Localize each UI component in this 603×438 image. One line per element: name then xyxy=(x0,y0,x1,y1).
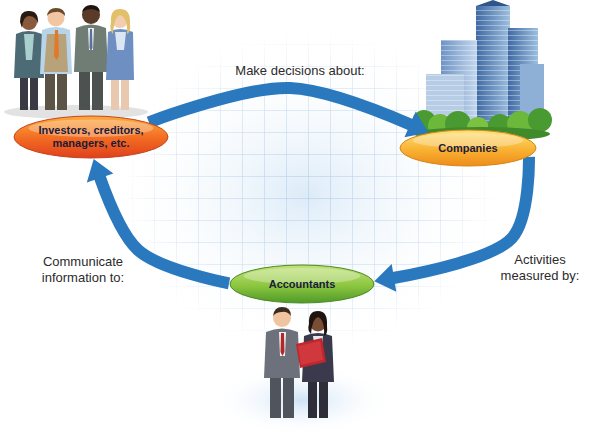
ellipse-fill xyxy=(230,265,374,303)
accountants-illustration xyxy=(296,338,326,368)
accountants-illustration xyxy=(264,329,300,379)
accountants-illustration xyxy=(212,307,392,436)
office-buildings-illustration xyxy=(528,108,552,132)
ellipse-fill xyxy=(14,116,168,158)
people-group-illustration xyxy=(74,25,108,73)
people-group-illustration xyxy=(92,68,103,110)
people-group-illustration xyxy=(57,70,67,110)
office-buildings-illustration xyxy=(476,6,510,132)
arrow-shaft xyxy=(374,157,529,281)
people-group-illustration xyxy=(47,8,65,16)
people-group-illustration xyxy=(79,68,90,110)
people-group-illustration xyxy=(40,27,72,74)
arrow-label: Activities measured by: xyxy=(488,252,592,284)
accountants-illustration xyxy=(308,376,317,418)
arrow-shaft xyxy=(149,88,428,132)
accountants-illustration xyxy=(298,341,323,365)
people-group-illustration xyxy=(24,34,34,60)
people-group-illustration xyxy=(45,70,55,110)
node-label: Companies xyxy=(438,142,497,155)
arrow-label: Make decisions about: xyxy=(195,63,405,79)
accountants-illustration xyxy=(212,364,392,436)
accountants-illustration xyxy=(273,307,291,316)
people-group-illustration xyxy=(88,28,94,50)
office-buildings-illustration xyxy=(476,6,510,132)
people-group-illustration xyxy=(20,11,38,28)
office-buildings-illustration xyxy=(476,0,510,6)
arrow-head xyxy=(374,264,396,292)
arrow-label: Communicate information to: xyxy=(26,254,140,286)
people-group-illustration xyxy=(115,32,126,50)
people-group-illustration xyxy=(4,5,148,119)
stakeholder-ellipse: Investors, creditors, managers, etc. xyxy=(13,115,169,159)
people-group-illustration xyxy=(14,31,44,78)
ellipse-fill xyxy=(400,130,536,166)
people-group-illustration xyxy=(106,29,134,80)
accountants-illustration xyxy=(281,333,285,356)
accountants-illustration xyxy=(279,332,286,356)
arrow-head xyxy=(87,159,114,182)
accountants-illustration xyxy=(319,376,328,418)
grid-background xyxy=(120,30,500,350)
flow-arrow xyxy=(149,88,428,137)
accountants-illustration xyxy=(308,311,327,336)
people-group-illustration xyxy=(90,29,93,51)
people-group-illustration xyxy=(54,30,59,60)
office-buildings-illustration xyxy=(412,0,552,141)
people-group-illustration xyxy=(82,6,100,24)
arrow-head xyxy=(404,112,428,138)
accountants-illustration xyxy=(270,372,281,418)
accountant-ellipse: Accountants xyxy=(229,264,375,304)
accountants-illustration xyxy=(283,372,294,418)
node-label: Accountants xyxy=(269,278,336,291)
people-group-illustration xyxy=(82,5,100,12)
node-label: Investors, creditors, managers, etc. xyxy=(19,124,163,150)
people-group-illustration xyxy=(110,9,130,34)
company-ellipse: Companies xyxy=(399,129,537,167)
grid-background xyxy=(115,30,500,350)
